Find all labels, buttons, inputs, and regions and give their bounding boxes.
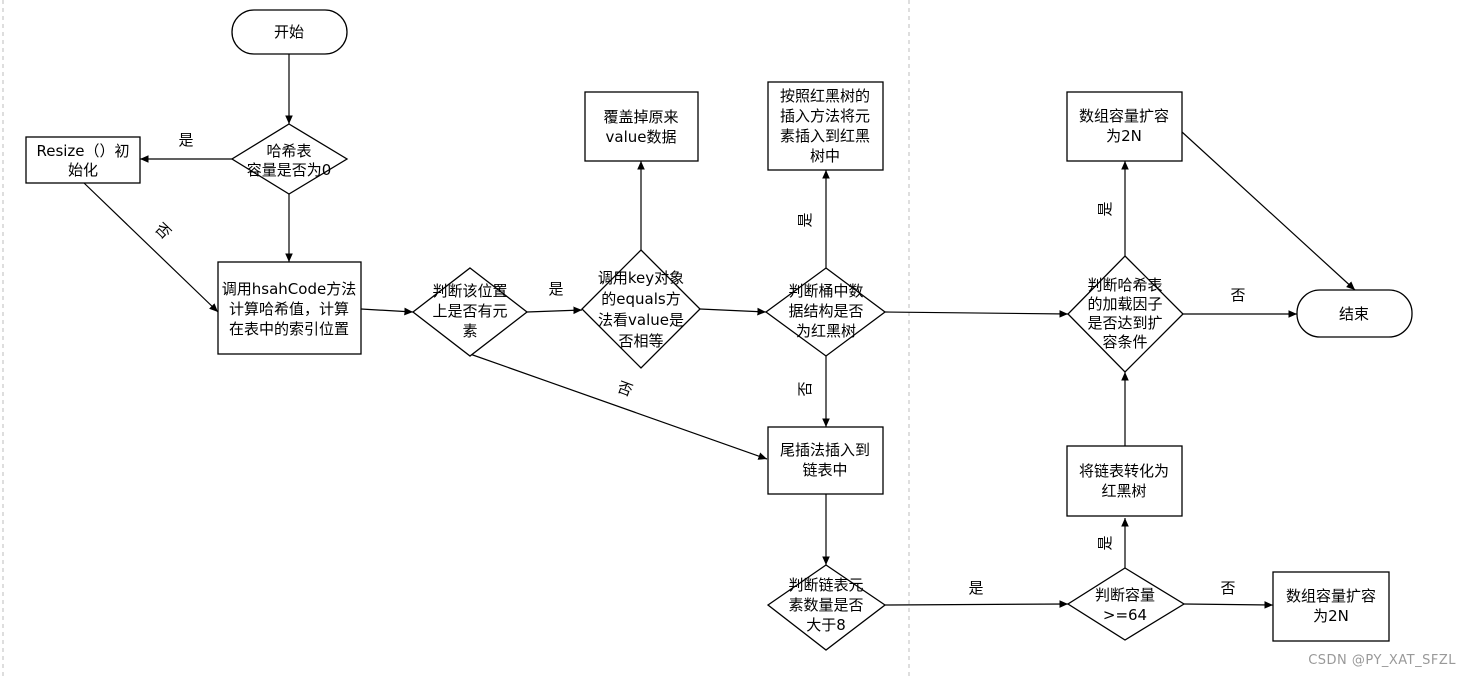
is-rbtree-decision[interactable]: 判断桶中数据结构是否为红黑树 [764, 267, 887, 357]
compute-hash-label: 调用hsahCode方法计算哈希值，计算在表中的索引位置 [222, 280, 356, 338]
compute-hash-box[interactable]: 调用hsahCode方法计算哈希值，计算在表中的索引位置 [217, 261, 362, 355]
edge-equals-to-rbtree [699, 307, 767, 316]
convert-rbtree-label: 将链表转化为红黑树 [1079, 462, 1169, 500]
edge-label-cap64-yes: 是 [1096, 535, 1114, 550]
rbtree-insert-label: 按照红黑树的插入方法将元素插入到红黑树中 [780, 87, 870, 165]
edge-label-has-elem-yes: 是 [548, 280, 563, 298]
resize-init-box[interactable]: Resize（）初始化 [25, 136, 141, 184]
edge-list-to-cap64 [884, 600, 1069, 608]
edge-has-elem-to-tail [469, 353, 768, 460]
capacity-zero-label: 哈希表容量是否为0 [247, 142, 332, 179]
edge-label-rbtree-no: 否 [796, 381, 814, 396]
start-node[interactable]: 开始 [231, 9, 348, 55]
edge-label-list-yes: 是 [968, 579, 983, 597]
expand-capacity-right-box[interactable]: 数组容量扩容为2N [1272, 571, 1390, 642]
tail-insert-box[interactable]: 尾插法插入到链表中 [767, 426, 884, 495]
key-equals-label: 调用key对象的equals方法看value是否相等 [598, 269, 684, 350]
edge-label-cap-zero-yes: 是 [178, 131, 193, 149]
edge-label-cap-zero-no: 否 [151, 219, 174, 242]
edge-resize-to-compute [83, 182, 219, 313]
expand-capacity-top-box[interactable]: 数组容量扩容为2N [1066, 91, 1183, 162]
edge-cap64-to-expand-right [1183, 601, 1274, 609]
key-equals-decision[interactable]: 调用key对象的equals方法看value是否相等 [581, 249, 701, 369]
load-factor-decision[interactable]: 判断哈希表的加载因子是否达到扩容条件 [1067, 255, 1184, 373]
edge-label-load-yes: 是 [1096, 201, 1114, 216]
capacity-zero-decision[interactable]: 哈希表容量是否为0 [230, 123, 349, 195]
convert-rbtree-box[interactable]: 将链表转化为红黑树 [1066, 445, 1183, 517]
list-size-label: 判断链表元素数量是否大于8 [788, 576, 863, 634]
capacity-64-decision[interactable]: 判断容量>=64 [1066, 567, 1186, 641]
tail-insert-label: 尾插法插入到链表中 [780, 441, 870, 479]
end-node[interactable]: 结束 [1296, 289, 1413, 338]
csdn-watermark: CSDN @PY_XAT_SFZL [1308, 653, 1456, 668]
expand-capacity-top-label: 数组容量扩容为2N [1079, 107, 1169, 145]
edge-expand-top-to-end [1181, 131, 1356, 291]
list-size-decision[interactable]: 判断链表元素数量是否大于8 [766, 564, 887, 651]
edge-compute-to-has-elem [360, 307, 414, 316]
edge-has-elem-to-equals [526, 306, 583, 315]
has-element-label: 判断该位置上是否有元素 [432, 282, 507, 340]
end-label: 结束 [1339, 305, 1369, 323]
edge-rbtree-to-load [884, 310, 1069, 318]
capacity-64-label: 判断容量>=64 [1095, 586, 1155, 624]
edge-labels: 是 否 是 否 是 否 是 否 是 是 否 [151, 131, 1245, 597]
edge-label-load-no: 否 [1230, 286, 1245, 304]
load-factor-label: 判断哈希表的加载因子是否达到扩容条件 [1087, 276, 1162, 351]
expand-capacity-right-label: 数组容量扩容为2N [1286, 587, 1376, 625]
has-element-decision[interactable]: 判断该位置上是否有元素 [411, 267, 529, 357]
edges [83, 54, 1356, 609]
start-label: 开始 [274, 23, 304, 41]
edge-label-has-elem-no: 否 [615, 378, 635, 400]
edge-label-rbtree-yes: 是 [796, 212, 814, 227]
edge-label-cap64-no: 否 [1220, 579, 1235, 597]
rbtree-insert-box[interactable]: 按照红黑树的插入方法将元素插入到红黑树中 [767, 81, 884, 171]
resize-init-label: Resize（）初始化 [36, 142, 129, 179]
is-rbtree-label: 判断桶中数据结构是否为红黑树 [788, 282, 863, 340]
